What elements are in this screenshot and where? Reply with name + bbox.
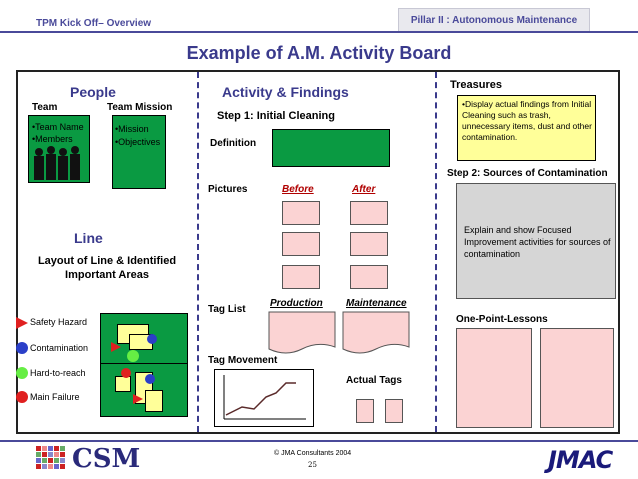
activity-heading: Activity & Findings xyxy=(222,84,349,100)
before-label: Before xyxy=(282,184,314,195)
line-heading: Line xyxy=(74,230,103,246)
objectives-item: •Objectives xyxy=(115,137,161,147)
maintenance-tag-list-doc xyxy=(342,311,410,354)
tag-movement-chart xyxy=(214,369,314,427)
csm-logo-text: CSM xyxy=(72,444,141,474)
header-rule xyxy=(0,31,638,33)
step2-box: Explain and show Focused Improvement act… xyxy=(456,183,616,299)
treasures-note: •Display actual findings from Initial Cl… xyxy=(462,99,592,142)
treasures-heading: Treasures xyxy=(450,79,502,91)
legend-label: Safety Hazard xyxy=(30,317,88,327)
blue-dot-icon xyxy=(16,342,28,354)
legend-label: Main Failure xyxy=(30,392,80,402)
contamination-marker xyxy=(147,334,157,344)
team-mission-label: Team Mission xyxy=(107,102,173,113)
one-point-lesson xyxy=(456,328,532,428)
failure-marker xyxy=(121,368,131,378)
footer-rule xyxy=(0,440,638,442)
after-picture xyxy=(350,201,388,225)
divider-left xyxy=(197,72,199,432)
safety-triangle-icon xyxy=(133,394,143,404)
mission-item: •Mission xyxy=(115,124,149,134)
page-title: Example of A.M. Activity Board xyxy=(186,43,452,63)
divider-right xyxy=(435,72,437,432)
team-name-item: •Team Name xyxy=(32,122,84,132)
line-subheading: Layout of Line & Identified Important Ar… xyxy=(37,255,177,281)
triangle-icon xyxy=(16,317,28,329)
machine-block xyxy=(145,390,163,412)
before-picture xyxy=(282,265,320,289)
tag-movement-label: Tag Movement xyxy=(208,355,278,366)
team-members-item: •Members xyxy=(32,134,73,144)
step2-label: Step 2: Sources of Contamination xyxy=(447,168,608,179)
actual-tags-label: Actual Tags xyxy=(346,375,402,386)
safety-triangle-icon xyxy=(111,342,121,352)
page-number: 25 xyxy=(308,461,317,469)
legend-label: Contamination xyxy=(30,343,89,353)
team-box: •Team Name •Members xyxy=(28,115,90,183)
red-dot-icon xyxy=(16,391,28,403)
after-label: After xyxy=(352,184,376,195)
people-heading: People xyxy=(70,84,116,100)
jmac-logo: JMAC xyxy=(548,446,613,474)
team-label: Team xyxy=(32,102,58,113)
layout-divider xyxy=(101,363,187,364)
actual-tag xyxy=(385,399,403,423)
copyright: © JMA Consultants 2004 xyxy=(274,450,352,457)
green-dot-icon xyxy=(16,367,28,379)
after-picture xyxy=(350,232,388,256)
opl-label: One-Point-Lessons xyxy=(456,314,548,325)
definition-label: Definition xyxy=(210,138,257,149)
before-picture xyxy=(282,201,320,225)
contamination-marker xyxy=(145,374,155,384)
csm-logo-icon xyxy=(36,446,65,472)
one-point-lesson xyxy=(540,328,614,428)
hard-to-reach-marker xyxy=(127,350,139,362)
step1-label: Step 1: Initial Cleaning xyxy=(217,110,335,122)
definition-box xyxy=(272,129,390,167)
pictures-label: Pictures xyxy=(208,184,248,195)
team-mission-box: •Mission •Objectives xyxy=(112,115,166,189)
actual-tag xyxy=(356,399,374,423)
trend-line xyxy=(225,382,296,416)
header-left-title: TPM Kick Off– Overview xyxy=(36,18,152,29)
step2-text: Explain and show Focused Improvement act… xyxy=(464,225,611,259)
legend-label: Hard-to-reach xyxy=(30,368,86,378)
maintenance-label: Maintenance xyxy=(346,298,407,309)
before-picture xyxy=(282,232,320,256)
machine-block xyxy=(115,376,131,392)
treasures-note-box: •Display actual findings from Initial Cl… xyxy=(457,95,596,161)
production-tag-list-doc xyxy=(268,311,336,354)
tag-list-label: Tag List xyxy=(208,304,246,315)
pillar-badge: Pillar II : Autonomous Maintenance xyxy=(398,8,590,32)
members-silhouette-icon xyxy=(34,146,80,180)
after-picture xyxy=(350,265,388,289)
line-layout-map xyxy=(100,313,188,417)
production-label: Production xyxy=(270,298,323,309)
